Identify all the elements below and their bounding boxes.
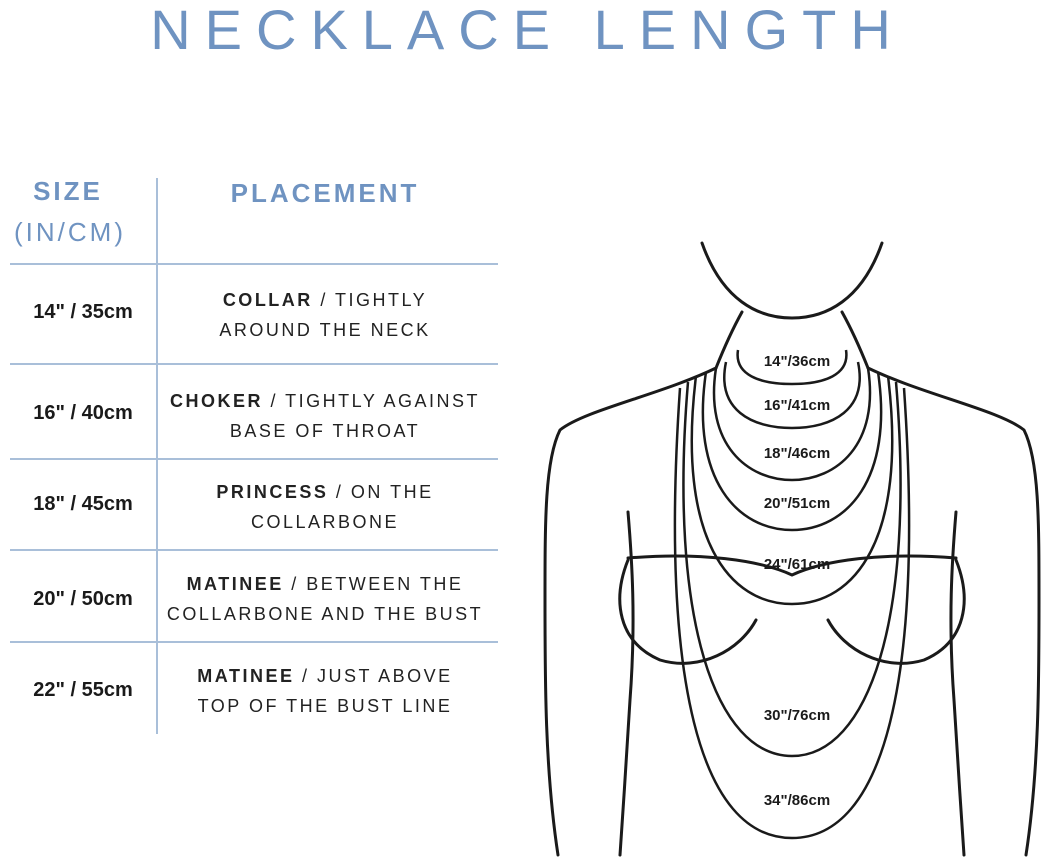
- length-label-24: 24"/61cm: [764, 556, 830, 573]
- row-placement-name: MATINEE: [197, 666, 295, 686]
- row-size: 14" / 35cm: [33, 301, 133, 323]
- neck-left: [714, 310, 744, 370]
- necklace-20: [701, 371, 883, 532]
- length-label-20: 20"/51cm: [764, 495, 830, 512]
- length-label-34: 34"/86cm: [764, 792, 830, 809]
- row-placement-desc-line2: COLLARBONE AND THE BUST: [166, 604, 484, 624]
- bust-line: [626, 554, 958, 577]
- length-label-14: 14"/36cm: [764, 353, 830, 370]
- row-size: 18" / 45cm: [33, 493, 133, 515]
- row-placement-desc-line2: AROUND THE NECK: [219, 320, 431, 340]
- bust-left: [618, 558, 758, 665]
- length-label-30: 30"/76cm: [764, 707, 830, 724]
- row-placement-desc: / TIGHTLY AGAINST: [262, 391, 481, 411]
- row-placement: CHOKER / TIGHTLY AGAINST BASE OF THROAT: [160, 386, 490, 446]
- necklace-30: [682, 381, 902, 758]
- row-placement-name: PRINCESS: [216, 482, 329, 502]
- row-placement-desc: / TIGHTLY: [312, 290, 428, 310]
- body-left-outline: [543, 366, 718, 857]
- row-placement: MATINEE / JUST ABOVE TOP OF THE BUST LIN…: [160, 661, 490, 721]
- header-size-unit: (IN/CM): [14, 217, 126, 247]
- row-placement-desc-line2: TOP OF THE BUST LINE: [197, 696, 453, 716]
- row-divider: [10, 363, 498, 365]
- row-placement-desc: / JUST ABOVE: [294, 666, 453, 686]
- header-placement: PLACEMENT: [230, 178, 420, 208]
- row-placement: MATINEE / BETWEEN THE COLLARBONE AND THE…: [160, 569, 490, 629]
- page-title: NECKLACE LENGTH: [150, 0, 905, 61]
- row-placement-name: MATINEE: [186, 574, 284, 594]
- length-label-18: 18"/46cm: [764, 445, 830, 462]
- row-placement-desc: / ON THE: [328, 482, 434, 502]
- row-divider: [10, 458, 498, 460]
- row-placement: COLLAR / TIGHTLY AROUND THE NECK: [160, 285, 490, 345]
- column-divider: [156, 178, 158, 734]
- row-placement: PRINCESS / ON THE COLLARBONE: [160, 477, 490, 537]
- necklace-34: [673, 387, 911, 840]
- bust-right: [826, 558, 966, 665]
- jaw-outline: [700, 241, 884, 320]
- row-size: 20" / 50cm: [33, 588, 133, 610]
- necklace-16: [723, 361, 861, 430]
- row-divider: [10, 549, 498, 551]
- row-divider: [10, 263, 498, 265]
- body-right-outline: [866, 366, 1041, 857]
- necklace-18: [712, 367, 872, 482]
- row-size: 22" / 55cm: [33, 679, 133, 701]
- row-placement-desc-line2: COLLARBONE: [250, 512, 400, 532]
- length-label-16: 16"/41cm: [764, 397, 830, 414]
- neck-right: [840, 310, 870, 370]
- row-placement-desc-line2: BASE OF THROAT: [229, 421, 421, 441]
- row-placement-name: CHOKER: [169, 391, 263, 411]
- row-divider: [10, 641, 498, 643]
- header-size: SIZE: [33, 176, 103, 206]
- necklace-24: [690, 375, 894, 606]
- row-size: 16" / 40cm: [33, 402, 133, 424]
- necklace-14: [736, 349, 848, 386]
- row-placement-desc: / BETWEEN THE: [283, 574, 464, 594]
- row-placement-name: COLLAR: [222, 290, 313, 310]
